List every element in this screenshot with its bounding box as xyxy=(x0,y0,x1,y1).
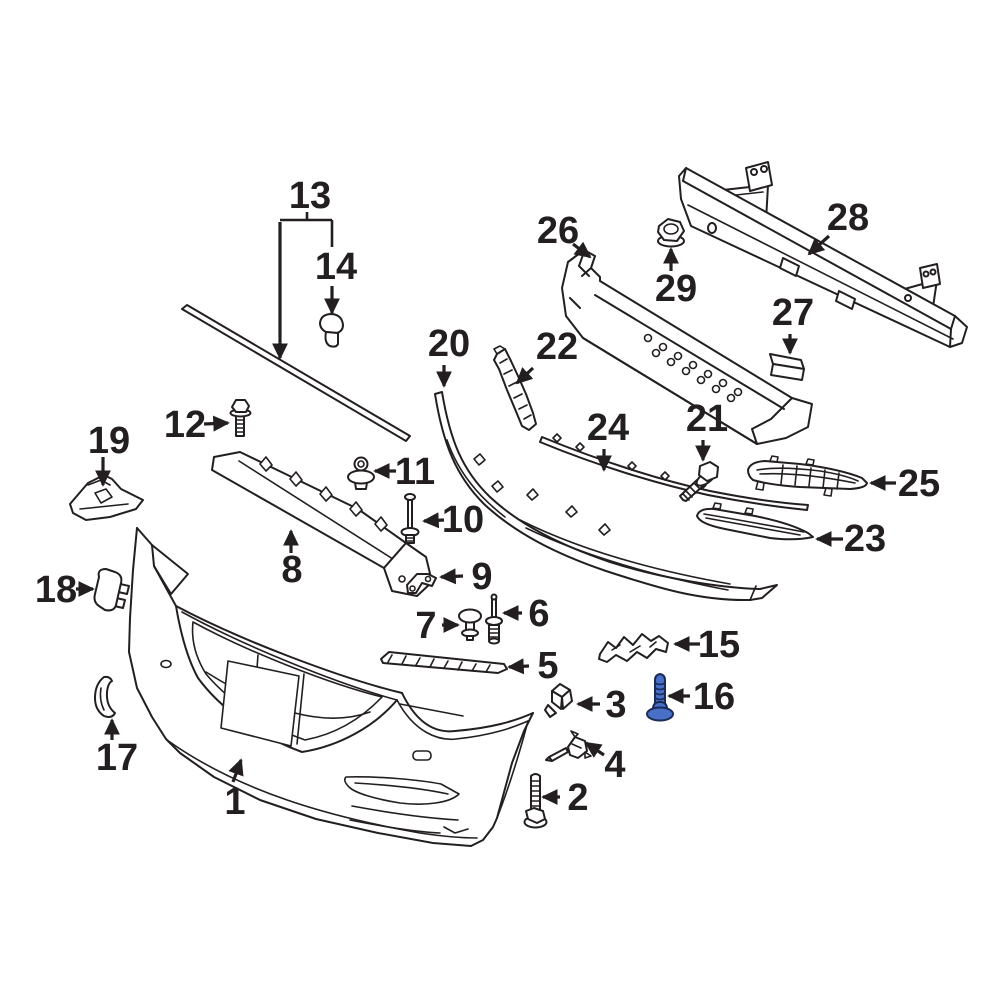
callout-part-25: 25 xyxy=(869,463,940,505)
callout-part-3: 3 xyxy=(576,684,627,726)
part-label-4: 4 xyxy=(604,744,625,786)
part-18-pad-drawing xyxy=(93,568,130,612)
part-19-emblem-drawing xyxy=(69,474,144,521)
part-21-bolt-drawing xyxy=(679,461,719,502)
callout-part-18: 18 xyxy=(35,569,95,611)
part-10-arrow xyxy=(422,512,445,529)
callout-part-29: 29 xyxy=(655,247,697,310)
part-10-long-bolt-drawing xyxy=(400,493,420,544)
callout-part-23: 23 xyxy=(815,518,886,560)
callout-part-9: 9 xyxy=(439,556,493,598)
part-25-drl-grille-drawing xyxy=(747,455,868,497)
part-label-7: 7 xyxy=(415,605,436,647)
part-label-5: 5 xyxy=(537,645,558,687)
part-label-22: 22 xyxy=(536,326,578,368)
callout-part-28: 28 xyxy=(807,197,869,256)
part-label-27: 27 xyxy=(772,292,814,334)
part-label-25: 25 xyxy=(898,463,940,505)
callout-part-22: 22 xyxy=(515,326,578,385)
callout-part-27: 27 xyxy=(772,292,814,355)
part-label-17: 17 xyxy=(96,737,138,779)
part-label-21: 21 xyxy=(686,398,728,440)
part-label-1: 1 xyxy=(224,781,245,823)
part-15-side-bracket-drawing xyxy=(598,633,669,663)
part-9-arrow xyxy=(439,568,464,585)
part-3-clip-drawing xyxy=(544,683,573,718)
part-label-14: 14 xyxy=(315,246,357,288)
callout-part-17: 17 xyxy=(96,718,138,779)
part-label-28: 28 xyxy=(827,197,869,239)
part-label-23: 23 xyxy=(844,518,886,560)
part-12-bolt-drawing xyxy=(229,399,252,437)
callout-part-13: 13 xyxy=(272,175,334,360)
part-29-flange-nut-drawing xyxy=(657,218,685,248)
callout-part-7: 7 xyxy=(415,605,460,647)
part-label-19: 19 xyxy=(88,420,130,462)
part-9-bracket-drawing xyxy=(406,573,437,594)
part-14-clip-drawing xyxy=(319,313,344,348)
part-4-screw-grommet-drawing xyxy=(545,730,592,762)
callout-part-8: 8 xyxy=(281,529,303,591)
callout-part-21: 21 xyxy=(686,398,728,462)
part-17-cover-drawing xyxy=(94,675,116,718)
part-label-6: 6 xyxy=(528,593,549,635)
diagram-artwork xyxy=(69,161,968,847)
callout-part-1: 1 xyxy=(224,758,246,823)
part-28-impact-bar-drawing xyxy=(678,161,968,348)
callout-part-24: 24 xyxy=(587,407,629,472)
part-12-arrow xyxy=(203,415,230,432)
part-label-11: 11 xyxy=(395,451,435,493)
callout-part-14: 14 xyxy=(315,246,357,315)
part-label-29: 29 xyxy=(655,268,697,310)
part-20-lower-trim-drawing xyxy=(434,391,778,602)
callout-part-16: 16 xyxy=(667,676,735,718)
part-1-bumper-cover-drawing xyxy=(128,527,534,847)
part-label-18: 18 xyxy=(35,569,77,611)
callout-part-4: 4 xyxy=(584,741,626,786)
part-label-12: 12 xyxy=(164,404,206,446)
callout-part-2: 2 xyxy=(541,777,589,819)
part-5-arrow xyxy=(507,658,530,675)
part-4-arrow xyxy=(584,741,605,758)
part-22-arrow xyxy=(515,366,535,385)
callout-part-11: 11 xyxy=(373,451,435,493)
callout-part-12: 12 xyxy=(164,404,230,446)
part-label-20: 20 xyxy=(428,323,470,365)
part-28-arrow xyxy=(807,234,831,256)
part-22-side-strip-drawing xyxy=(493,345,537,431)
part-13-strip-drawing xyxy=(181,304,411,442)
callout-part-19: 19 xyxy=(88,420,130,487)
part-2-bolt-drawing xyxy=(523,773,548,829)
part-label-13: 13 xyxy=(289,175,331,217)
part-label-10: 10 xyxy=(442,499,484,541)
part-label-3: 3 xyxy=(605,684,626,726)
callout-part-5: 5 xyxy=(507,645,559,687)
part-1-arrow xyxy=(228,758,244,783)
part-label-26: 26 xyxy=(537,210,579,252)
callout-part-6: 6 xyxy=(502,593,550,635)
part-label-9: 9 xyxy=(471,556,492,598)
callout-part-15: 15 xyxy=(673,624,740,666)
part-label-16: 16 xyxy=(693,676,735,718)
callout-part-10: 10 xyxy=(422,499,484,541)
part-label-15: 15 xyxy=(698,624,740,666)
part-7-push-rivet-drawing xyxy=(458,608,482,641)
part-6-rivet-drawing xyxy=(485,593,503,645)
part-5-strip-drawing xyxy=(380,651,508,674)
part-27-license-pad-drawing xyxy=(769,353,805,381)
part-26-arrow xyxy=(572,241,592,259)
callout-part-20: 20 xyxy=(428,323,470,388)
part-label-8: 8 xyxy=(281,549,302,591)
part-label-2: 2 xyxy=(567,777,588,819)
part-23-fog-grille-drawing xyxy=(696,502,814,541)
callout-part-26: 26 xyxy=(537,210,592,259)
part-label-24: 24 xyxy=(587,407,629,449)
part-11-grommet-drawing xyxy=(347,456,375,490)
part-16-highlighted-screw-drawing xyxy=(646,673,674,722)
